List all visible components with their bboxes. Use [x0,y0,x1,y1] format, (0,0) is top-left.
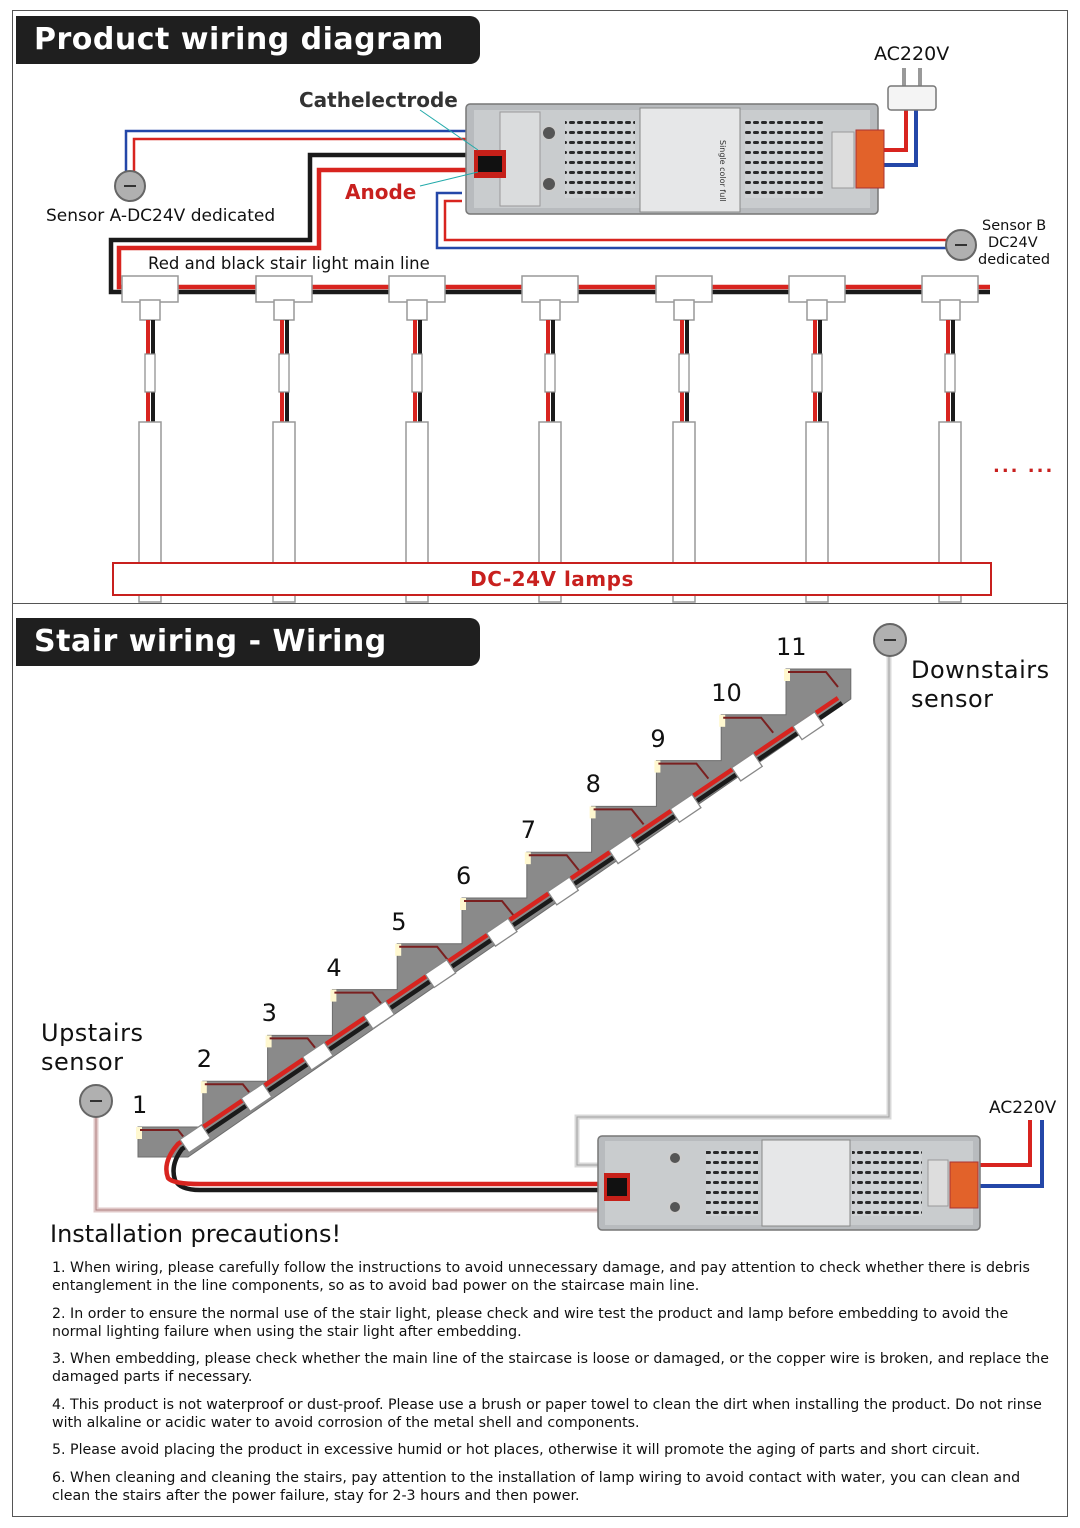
downstairs-label-1: Downstairs [911,656,1050,684]
precautions-list: 1. When wiring, please carefully follow … [52,1259,1052,1514]
step-wire [723,716,774,734]
lamp-drop [921,275,979,603]
precaution-item: 6. When cleaning and cleaning the stairs… [52,1469,1021,1504]
ac-plug-icon [887,68,937,111]
step-wire [399,945,450,963]
upstairs-sensor-wire-edge [95,1117,604,1211]
lamp-drop [255,275,313,603]
lamp-drop [388,275,446,603]
step-number: 11 [776,633,807,661]
stair-t-connector [546,876,580,906]
staircase [136,668,852,1158]
stair-t-connector [608,834,641,865]
step-number: 8 [585,770,601,799]
step-number: 4 [326,953,342,982]
downstairs-sensor-icon [873,623,907,657]
step-number: 3 [261,999,277,1028]
stair-t-connector [792,710,825,741]
lamp-drop [788,275,846,603]
step-number: 5 [391,907,407,936]
step-wire [658,762,710,780]
cathelectrode-label: Cathelectrode [299,88,458,112]
step-light [330,989,337,1002]
controller-bottom [597,1135,981,1231]
section1-title: Product wiring diagram [16,16,480,64]
step-number: 10 [711,678,742,707]
section-divider [12,603,1068,604]
step-light [654,760,661,773]
ac-label-top: AC220V [874,43,950,65]
lamp-drops [121,275,979,603]
anode-label: Anode [345,180,417,204]
step-light [200,1081,207,1094]
step-light [719,714,726,727]
controller-top: Single color full [465,103,885,215]
step-light [589,806,596,819]
stair-t-connector [240,1082,273,1113]
ac-label-bottom: AC220V [989,1098,1057,1118]
stair-t-connector [730,752,764,782]
step-wire [593,808,645,826]
precautions-title: Installation precautions! [50,1220,342,1248]
step-number: 1 [132,1091,148,1119]
step-light [395,943,402,956]
upstairs-label-1: Upstairs [41,1019,144,1047]
sensor-b-label-3: dedicated [978,252,1051,268]
ac-wire-live [880,110,908,152]
step-light [136,1127,142,1139]
section2-title: Stair wiring - Wiring diagram [16,618,480,707]
sensor-b-label-2: DC24V [988,235,1038,251]
dc24v-lamps-label: DC-24V lamps [112,562,992,596]
step-number: 2 [196,1045,213,1074]
ac-wire-neutral-2 [978,1120,1044,1188]
cathelectrode-leader [419,109,479,151]
stair-t-connector [485,917,518,948]
precaution-item: 1. When wiring, please carefully follow … [52,1260,1030,1294]
stair-t-connector [362,1000,396,1030]
downstairs-sensor-wire-edge [576,656,890,1166]
stair-t-connector [669,793,702,824]
sensor-a-label: Sensor A-DC24V dedicated [46,206,276,226]
downstairs-label-2: sensor [911,685,994,713]
ac-wire-neutral [880,110,918,167]
precaution-item: 2. In order to ensure the normal use of … [52,1305,1009,1340]
step-light [265,1035,272,1048]
step-wire [334,991,386,1009]
main-line-label: Red and black stair light main line [146,254,432,273]
stair-connectors [179,710,825,1154]
ac-wire-live-2 [978,1120,1032,1167]
step-wire [788,671,839,688]
stair-t-connector [424,958,457,989]
lamp-drop [121,275,179,603]
sensor-b-icon [945,229,977,261]
anode-leader [419,171,479,187]
sensor-b-wires [435,191,948,250]
step-light [784,669,790,681]
precaution-item: 3. When embedding, please check whether … [52,1351,1049,1385]
stair-t-connector [301,1041,334,1071]
step-light [524,852,531,865]
step-number: 7 [520,816,537,845]
sensor-a-icon [114,170,146,202]
page-frame [12,10,1068,1517]
stair-t-connector [179,1123,212,1154]
step-wire [528,854,580,871]
stair-line-red [164,696,840,1187]
precaution-item: 5. Please avoid placing the product in e… [52,1442,980,1458]
step-number: 9 [650,724,666,753]
sensor-a-wires [124,129,474,180]
controller-top-text: Single color full [718,140,727,202]
upstairs-sensor-icon [79,1084,113,1118]
step-light [460,898,466,910]
lamp-drop [655,275,713,603]
more-lamps-ellipsis: ... ... [993,456,1055,477]
step-wire [464,900,515,917]
lamp-drop [521,275,579,603]
precaution-item: 4. This product is not waterproof or dus… [52,1396,1042,1431]
sensor-b-label-1: Sensor B [982,218,1047,234]
upstairs-label-2: sensor [41,1048,124,1076]
step-number: 6 [456,862,472,890]
